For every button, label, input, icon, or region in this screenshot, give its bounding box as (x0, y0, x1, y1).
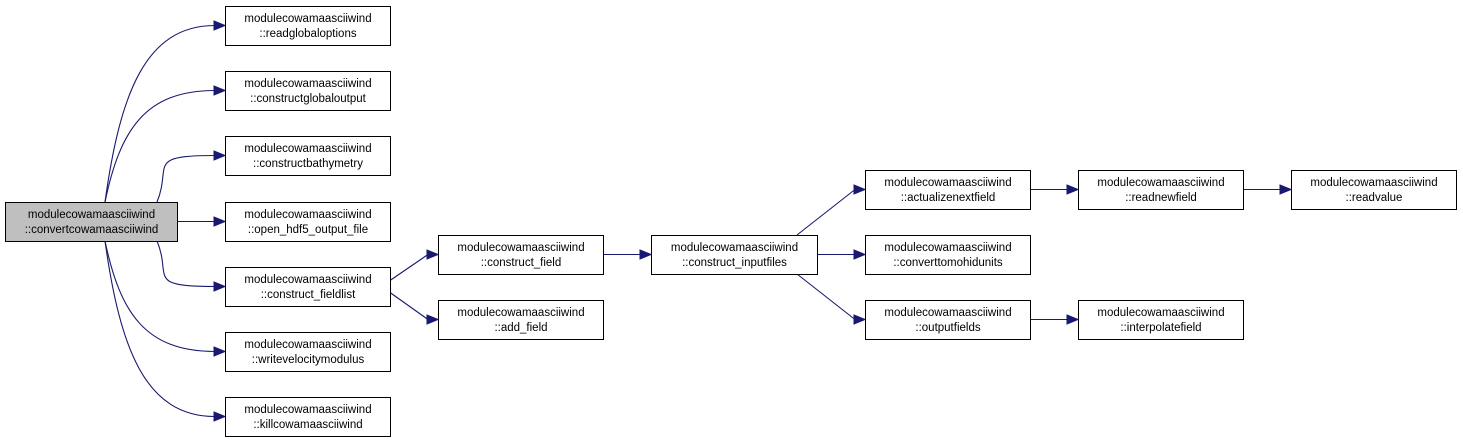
node-function-label: ::writevelocitymodulus (252, 354, 365, 366)
node-module-label: modulecowamaasciiwind (1097, 177, 1224, 189)
arrowhead-converttomohidunits (853, 249, 867, 260)
function-node-construct_fieldlist[interactable]: modulecowamaasciiwind::construct_fieldli… (225, 267, 391, 307)
node-module-label: modulecowamaasciiwind (244, 274, 371, 286)
node-module-label: modulecowamaasciiwind (1097, 307, 1224, 319)
edge-convertcowamaasciiwind-to-killcowamaasciiwind (104, 240, 216, 418)
node-module-label: modulecowamaasciiwind (884, 242, 1011, 254)
node-function-label: ::construct_inputfiles (682, 257, 787, 269)
node-box (225, 202, 391, 242)
function-node-convertcowamaasciiwind[interactable]: modulecowamaasciiwind::convertcowamaasci… (5, 202, 178, 242)
node-function-label: ::construct_field (481, 257, 562, 269)
edge-convertcowamaasciiwind-to-construct_fieldlist (156, 240, 216, 288)
node-box (865, 170, 1031, 210)
node-box (1291, 170, 1457, 210)
node-box (651, 235, 818, 275)
edge-convertcowamaasciiwind-to-constructbathymetry (156, 154, 216, 203)
node-module-label: modulecowamaasciiwind (244, 209, 371, 221)
arrowhead-writevelocitymodulus (213, 346, 227, 357)
arrowhead-construct_field (426, 249, 440, 260)
arrowhead-readnewfield (1066, 184, 1080, 195)
function-node-add_field[interactable]: modulecowamaasciiwind::add_field (438, 300, 604, 340)
node-box (225, 6, 391, 46)
node-box (865, 300, 1031, 340)
arrowhead-open_hdf5_output_file (213, 216, 227, 227)
arrowhead-outputfields (853, 314, 867, 325)
arrowhead-construct_inputfiles (639, 249, 653, 260)
node-module-label: modulecowamaasciiwind (457, 307, 584, 319)
node-module-label: modulecowamaasciiwind (244, 78, 371, 90)
node-box (225, 332, 391, 372)
node-module-label: modulecowamaasciiwind (244, 143, 371, 155)
node-box (438, 300, 604, 340)
arrowhead-constructglobaloutput (213, 85, 227, 96)
function-nodes: modulecowamaasciiwind::convertcowamaasci… (5, 6, 1457, 437)
function-node-open_hdf5_output_file[interactable]: modulecowamaasciiwind::open_hdf5_output_… (225, 202, 391, 242)
function-node-converttomohidunits[interactable]: modulecowamaasciiwind::converttomohiduni… (865, 235, 1031, 275)
node-module-label: modulecowamaasciiwind (244, 13, 371, 25)
function-node-construct_inputfiles[interactable]: modulecowamaasciiwind::construct_inputfi… (651, 235, 818, 275)
function-node-interpolatefield[interactable]: modulecowamaasciiwind::interpolatefield (1078, 300, 1244, 340)
function-node-readvalue[interactable]: modulecowamaasciiwind::readvalue (1291, 170, 1457, 210)
edge-construct_inputfiles-to-outputfields (796, 273, 856, 320)
edge-convertcowamaasciiwind-to-writevelocitymodulus (104, 240, 216, 353)
node-module-label: modulecowamaasciiwind (884, 177, 1011, 189)
node-function-label: ::readvalue (1346, 192, 1403, 204)
node-module-label: modulecowamaasciiwind (244, 404, 371, 416)
function-node-readglobaloptions[interactable]: modulecowamaasciiwind::readglobaloptions (225, 6, 391, 46)
node-module-label: modulecowamaasciiwind (244, 339, 371, 351)
function-node-actualizenextfield[interactable]: modulecowamaasciiwind::actualizenextfiel… (865, 170, 1031, 210)
edge-convertcowamaasciiwind-to-constructglobaloutput (104, 89, 216, 203)
node-box (1078, 170, 1244, 210)
node-box (1078, 300, 1244, 340)
edge-convertcowamaasciiwind-to-readglobaloptions (104, 24, 216, 203)
node-module-label: modulecowamaasciiwind (884, 307, 1011, 319)
node-box (225, 136, 391, 176)
node-function-label: ::interpolatefield (1120, 322, 1201, 334)
node-box (865, 235, 1031, 275)
node-function-label: ::readnewfield (1125, 192, 1197, 204)
node-function-label: ::readglobaloptions (259, 28, 356, 40)
function-node-outputfields[interactable]: modulecowamaasciiwind::outputfields (865, 300, 1031, 340)
node-function-label: ::constructglobaloutput (250, 93, 367, 105)
arrowhead-killcowamaasciiwind (213, 411, 227, 422)
edge-construct_fieldlist-to-add_field (389, 292, 429, 320)
node-function-label: ::constructbathymetry (253, 158, 363, 170)
node-function-label: ::converttomohidunits (893, 257, 1003, 269)
function-node-construct_field[interactable]: modulecowamaasciiwind::construct_field (438, 235, 604, 275)
node-function-label: ::open_hdf5_output_file (248, 224, 368, 236)
node-function-label: ::convertcowamaasciiwind (25, 224, 159, 236)
arrowhead-construct_fieldlist (213, 281, 227, 292)
node-module-label: modulecowamaasciiwind (671, 242, 798, 254)
arrowhead-constructbathymetry (213, 150, 227, 161)
node-box (438, 235, 604, 275)
edge-construct_inputfiles-to-actualizenextfield (796, 189, 856, 236)
node-function-label: ::killcowamaasciiwind (253, 419, 362, 431)
function-node-constructbathymetry[interactable]: modulecowamaasciiwind::constructbathymet… (225, 136, 391, 176)
node-function-label: ::actualizenextfield (901, 192, 996, 204)
node-module-label: modulecowamaasciiwind (28, 209, 155, 221)
node-box (225, 397, 391, 437)
call-edges (104, 20, 1293, 422)
arrowhead-readvalue (1279, 184, 1293, 195)
node-module-label: modulecowamaasciiwind (457, 242, 584, 254)
arrowhead-add_field (426, 314, 440, 325)
edge-construct_fieldlist-to-construct_field (389, 254, 429, 281)
node-function-label: ::outputfields (915, 322, 980, 334)
arrowhead-actualizenextfield (853, 184, 867, 195)
node-box (225, 71, 391, 111)
node-box (225, 267, 391, 307)
function-node-killcowamaasciiwind[interactable]: modulecowamaasciiwind::killcowamaasciiwi… (225, 397, 391, 437)
function-node-writevelocitymodulus[interactable]: modulecowamaasciiwind::writevelocitymodu… (225, 332, 391, 372)
node-box (5, 202, 178, 242)
function-node-readnewfield[interactable]: modulecowamaasciiwind::readnewfield (1078, 170, 1244, 210)
node-function-label: ::construct_fieldlist (261, 289, 356, 301)
node-module-label: modulecowamaasciiwind (1310, 177, 1437, 189)
function-node-constructglobaloutput[interactable]: modulecowamaasciiwind::constructglobalou… (225, 71, 391, 111)
arrowhead-interpolatefield (1066, 314, 1080, 325)
node-function-label: ::add_field (494, 322, 547, 334)
arrowhead-readglobaloptions (213, 20, 227, 31)
